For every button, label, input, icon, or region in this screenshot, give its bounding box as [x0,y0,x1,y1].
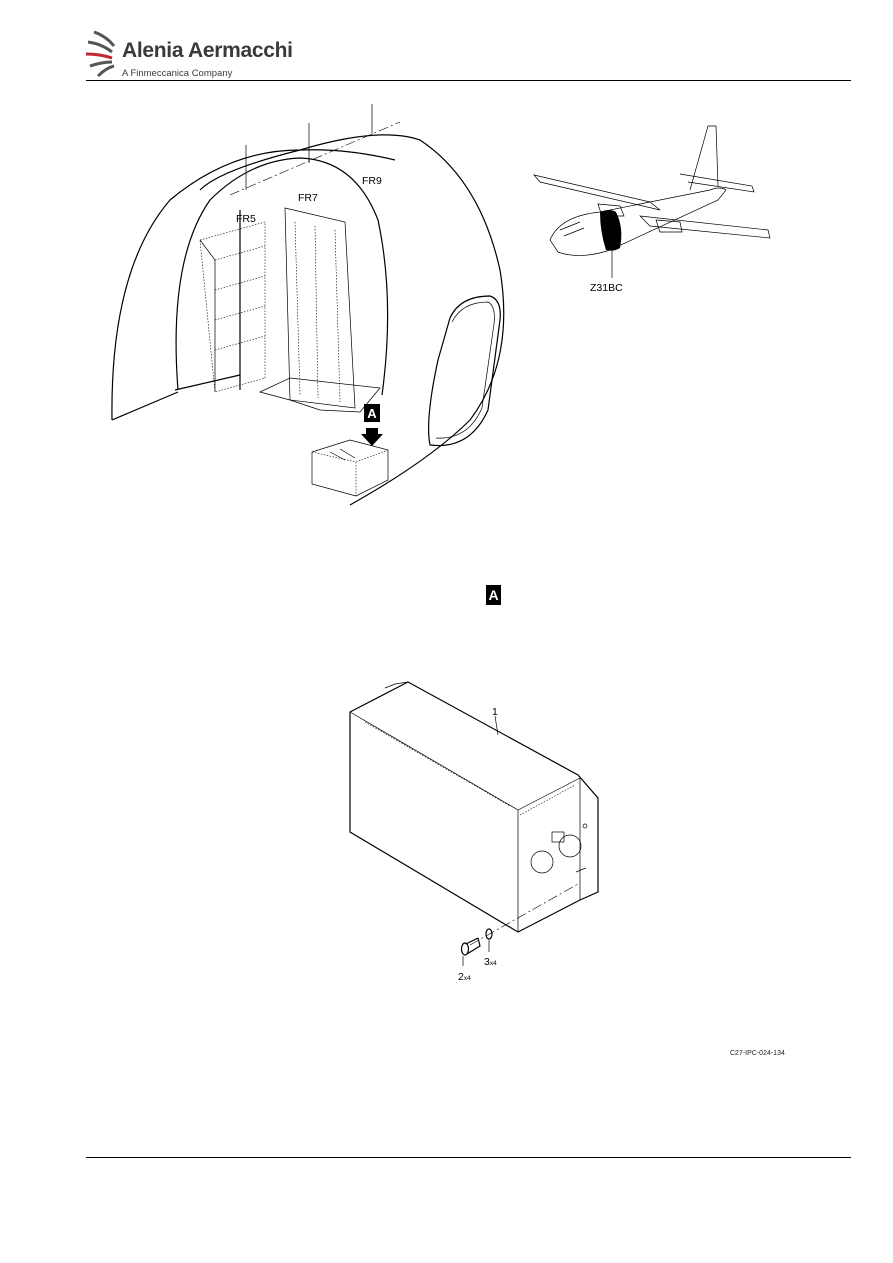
header-divider [86,80,851,81]
fuselage-drawing: A [111,104,505,506]
unit-drawing [349,681,599,966]
detail-a-view: 1 2x4 3x4 [340,675,610,985]
figure-reference: C27-IPC-024-134 [730,1050,785,1057]
frame-label-fr5: FR5 [236,213,256,225]
swoosh-rays-icon [85,30,116,78]
detail-a-letter: A [488,587,499,603]
brand-name: Alenia Aermacchi [122,39,293,62]
item-qty-3: x4 [489,960,497,967]
footer-divider [86,1157,851,1158]
detail-a-marker: A [486,585,501,605]
fuselage-view: A FR5 FR7 FR9 [0,85,893,515]
item-number-2: 2 [458,971,464,983]
frame-label-fr9: FR9 [362,175,382,187]
header: Alenia Aermacchi A Finmeccanica Company [0,0,893,82]
zone-label: Z31BC [590,282,623,294]
svg-text:A: A [367,406,377,421]
item-qty-2: x4 [463,975,471,982]
aircraft-icon [533,125,771,278]
brand-tagline: A Finmeccanica Company [122,68,233,79]
item-callout-2: 2x4 [458,967,471,985]
item-number-1: 1 [492,706,498,718]
frame-label-fr7: FR7 [298,192,318,204]
item-number-3: 3 [484,956,490,968]
aircraft-locator: Z31BC [520,120,780,300]
item-callout-3: 3x4 [484,952,497,970]
